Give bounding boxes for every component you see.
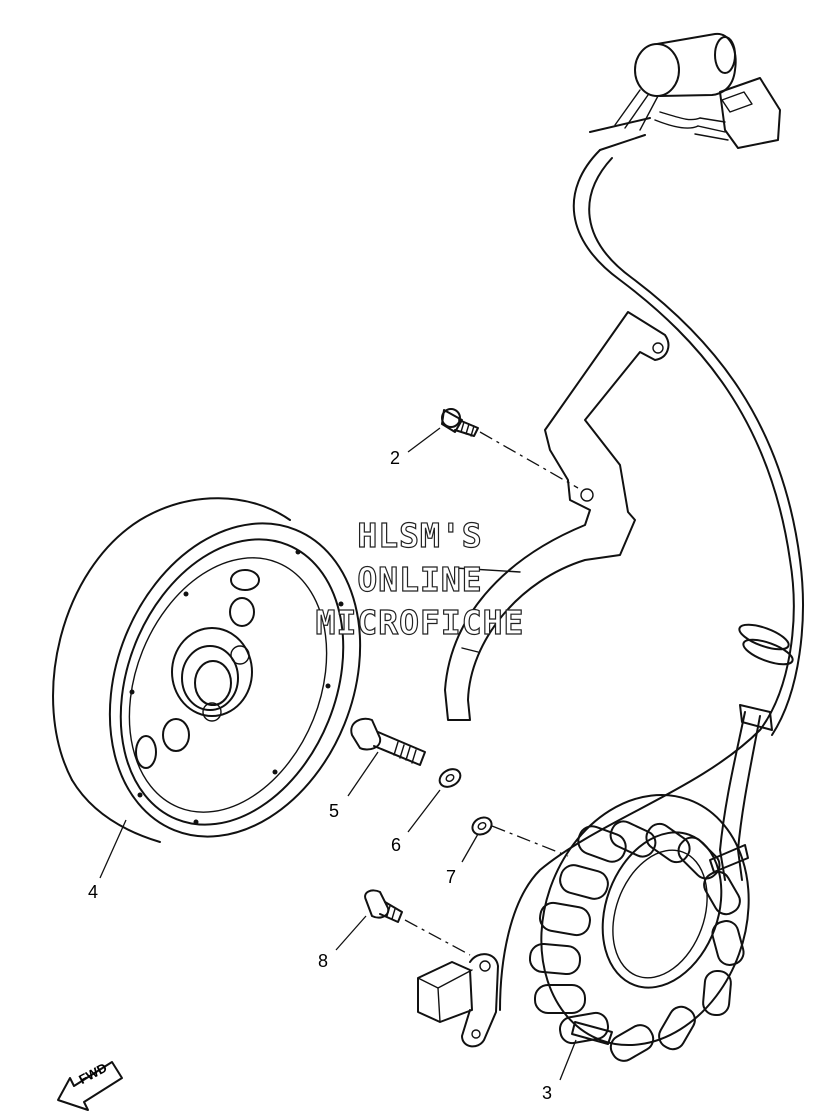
- watermark-line-2: ONLINE: [357, 560, 483, 599]
- wire-harness: [499, 117, 804, 1011]
- part-4-rotor: [52, 497, 362, 843]
- fwd-arrow-icon: [57, 1061, 123, 1111]
- callout-6: 6: [391, 835, 402, 855]
- callout-5: 5: [329, 801, 340, 821]
- part-7-washer: [471, 816, 569, 857]
- coupler-connector-icon: [654, 77, 781, 149]
- round-connector-icon: [614, 32, 737, 131]
- part-1-bracket: [444, 311, 670, 721]
- part-5-bolt: [350, 717, 426, 766]
- callout-3: 3: [542, 1083, 553, 1103]
- pickup-coil: [417, 953, 499, 1048]
- callout-4: 4: [88, 882, 99, 902]
- callout-7: 7: [446, 867, 457, 887]
- callout-2: 2: [390, 448, 401, 468]
- callout-leaders: [99, 427, 577, 1081]
- watermark-line-1: HLSM'S: [357, 516, 483, 555]
- part-8-screw: [364, 889, 471, 956]
- part-3-stator: [528, 793, 750, 1062]
- part-2-screw: [441, 408, 579, 489]
- watermark-line-3: MICROFICHE: [315, 603, 525, 642]
- callout-8: 8: [318, 951, 329, 971]
- part-6-washer: [438, 768, 462, 788]
